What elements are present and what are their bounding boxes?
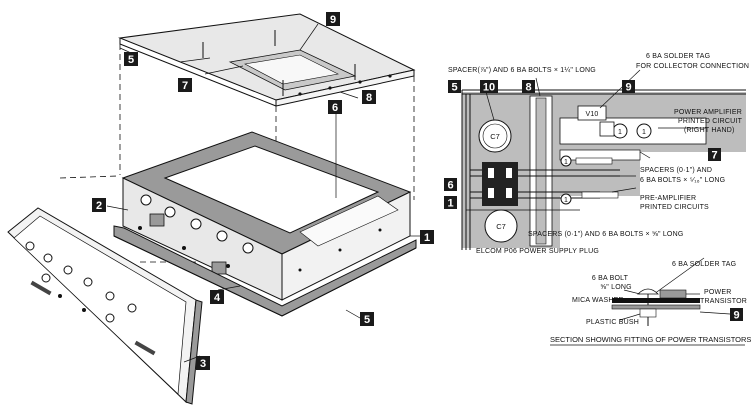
callout-1-left: 1 bbox=[420, 230, 434, 244]
label-section-bolt-1: 6 BA BOLT bbox=[592, 275, 629, 282]
label-elcom-plug: ELCOM P06 POWER SUPPLY PLUG bbox=[476, 248, 599, 255]
svg-text:6: 6 bbox=[447, 180, 453, 192]
label-pre-amp-2: PRINTED CIRCUITS bbox=[640, 204, 709, 211]
svg-text:1: 1 bbox=[447, 198, 453, 210]
callout-6-right: 6 bbox=[444, 178, 457, 192]
svg-text:5: 5 bbox=[128, 54, 134, 66]
callout-9-section: 9 bbox=[730, 308, 743, 322]
label-power-amp-1: POWER AMPLIFIER bbox=[674, 109, 742, 116]
svg-text:7: 7 bbox=[182, 80, 188, 92]
callout-4-left: 4 bbox=[210, 290, 224, 304]
callout-8-right: 8 bbox=[522, 80, 535, 94]
label-power-amp-3: (RIGHT HAND) bbox=[684, 127, 735, 134]
svg-text:1: 1 bbox=[642, 129, 646, 136]
label-pre-amp-1: PRE-AMPLIFIER bbox=[640, 195, 696, 202]
svg-text:8: 8 bbox=[366, 92, 372, 104]
label-spacers-01-2: 6 BA BOLTS × ⁵⁄₁₆" LONG bbox=[640, 177, 725, 184]
svg-text:10: 10 bbox=[483, 82, 495, 94]
label-section-caption: SECTION SHOWING FITTING OF POWER TRANSIS… bbox=[550, 335, 751, 344]
svg-text:4: 4 bbox=[214, 292, 221, 304]
svg-text:V10: V10 bbox=[585, 111, 598, 118]
label-spacers-01-1: SPACERS (0·1") AND bbox=[640, 167, 712, 174]
svg-text:1: 1 bbox=[564, 159, 568, 166]
label-section-power-2: TRANSISTOR bbox=[700, 298, 747, 305]
exploded-view bbox=[7, 13, 420, 405]
label-spacers-bottom: SPACERS (0·1") AND 6 BA BOLTS × ⅝" LONG bbox=[528, 231, 683, 238]
svg-text:2: 2 bbox=[96, 200, 102, 212]
callout-6-left: 6 bbox=[328, 100, 342, 114]
svg-text:1: 1 bbox=[564, 197, 568, 204]
chassis-frame bbox=[121, 131, 412, 301]
plan-view: 1 1 V10 1 1 C7 C7 bbox=[461, 69, 746, 250]
label-spacer-top: SPACER(⅞") AND 6 BA BOLTS × 1¼" LONG bbox=[448, 67, 596, 74]
callout-3-left: 3 bbox=[196, 356, 210, 370]
callout-9-right: 9 bbox=[622, 80, 635, 94]
svg-text:5: 5 bbox=[451, 82, 457, 94]
label-section-power-1: POWER bbox=[704, 289, 731, 296]
top-cover bbox=[118, 13, 416, 107]
svg-text:8: 8 bbox=[525, 82, 531, 94]
callout-1-right: 1 bbox=[444, 196, 457, 210]
label-section-mica: MICA WASHER bbox=[572, 297, 624, 304]
callout-8-left: 8 bbox=[362, 90, 376, 104]
label-solder-tag-collector-1: 6 BA SOLDER TAG bbox=[646, 53, 710, 60]
svg-text:6: 6 bbox=[332, 102, 338, 114]
label-solder-tag-collector-2: FOR COLLECTOR CONNECTION bbox=[636, 63, 749, 70]
svg-text:7: 7 bbox=[711, 150, 717, 162]
label-section-bolt-2: ⅝" LONG bbox=[600, 284, 632, 291]
label-section-plastic: PLASTIC BUSH bbox=[586, 319, 639, 326]
svg-text:5: 5 bbox=[364, 314, 370, 326]
callout-7-right: 7 bbox=[708, 148, 721, 162]
svg-text:C7: C7 bbox=[490, 132, 500, 141]
label-power-amp-2: PRINTED CIRCUIT bbox=[678, 118, 743, 125]
svg-text:1: 1 bbox=[424, 232, 430, 244]
svg-text:9: 9 bbox=[733, 310, 739, 322]
callout-10-right: 10 bbox=[480, 80, 498, 94]
bottom-cover bbox=[113, 225, 417, 317]
callout-5-bottom-left: 5 bbox=[360, 312, 374, 326]
callout-2-left: 2 bbox=[92, 198, 106, 212]
svg-text:3: 3 bbox=[200, 358, 206, 370]
callout-5-top-left: 5 bbox=[124, 52, 138, 66]
callout-9-left: 9 bbox=[326, 12, 340, 26]
svg-text:9: 9 bbox=[625, 82, 631, 94]
callout-5-right: 5 bbox=[448, 80, 461, 94]
svg-text:1: 1 bbox=[618, 129, 622, 136]
callout-7-left: 7 bbox=[178, 78, 192, 92]
label-section-solder-tag: 6 BA SOLDER TAG bbox=[672, 261, 736, 268]
svg-text:9: 9 bbox=[330, 14, 336, 26]
svg-text:C7: C7 bbox=[496, 222, 506, 231]
front-panel bbox=[7, 207, 203, 405]
transistor-section-detail: 6 BA SOLDER TAG 6 BA BOLT ⅝" LONG MICA W… bbox=[550, 257, 751, 346]
